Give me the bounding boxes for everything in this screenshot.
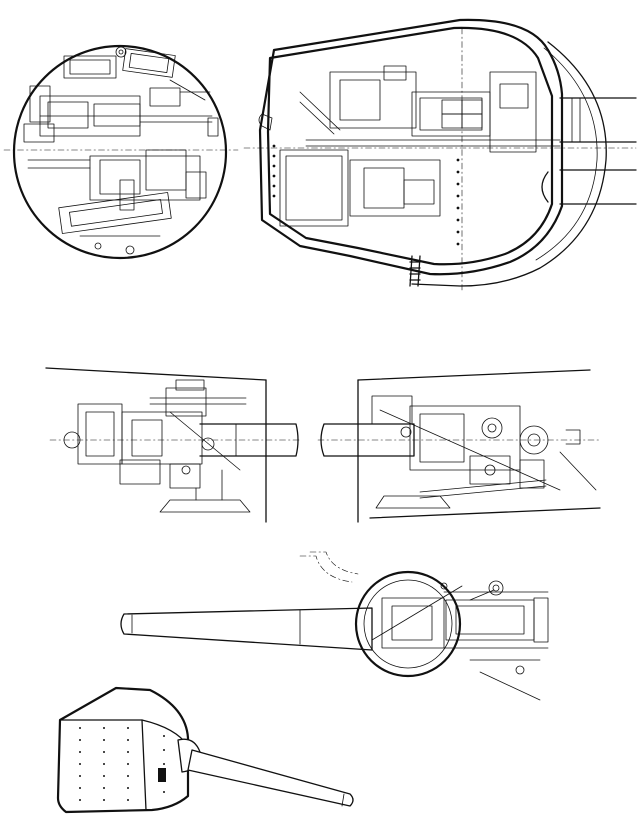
circular-cutaway-plan	[3, 44, 239, 260]
breech-side-elevation-right	[317, 369, 601, 523]
turret-cutaway-plan	[243, 18, 637, 291]
breech-side-elevation-left	[45, 367, 301, 523]
gun-mount-plan-view	[120, 551, 549, 701]
turret-perspective-view	[56, 686, 354, 814]
